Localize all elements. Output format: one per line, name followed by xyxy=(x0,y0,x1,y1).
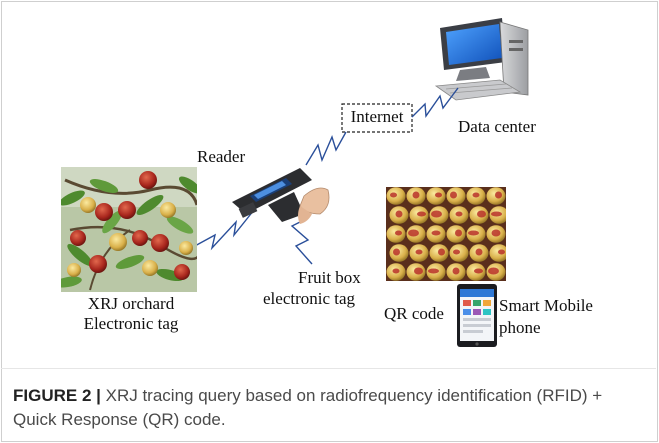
fruit-red-spot xyxy=(395,230,402,236)
smartphone-icon xyxy=(457,284,497,347)
rfid-qr-diagram xyxy=(61,18,529,347)
caption-divider xyxy=(1,368,656,369)
orchard-label-line2: Electronic tag xyxy=(83,314,179,333)
fruit-red-spot xyxy=(491,211,502,217)
fruit-red-spot xyxy=(488,267,499,275)
fruit-red-spot xyxy=(438,248,445,256)
fruit-red-spot xyxy=(498,249,505,255)
figure-number: FIGURE 2 | xyxy=(13,386,101,405)
boxed-date-fruit xyxy=(489,244,506,262)
fruit-red-spot xyxy=(412,191,420,199)
fruit-red-spot xyxy=(408,229,419,237)
orchard-reader-link xyxy=(192,209,255,251)
fruit-red-spot xyxy=(455,229,462,237)
figure-caption: FIGURE 2 | XRJ tracing query based on ra… xyxy=(13,384,643,432)
fruit-red-spot xyxy=(393,248,400,256)
figure-caption-text: XRJ tracing query based on radiofrequenc… xyxy=(13,386,603,429)
fruit-red-spot xyxy=(452,267,460,275)
data-center-label: Data center xyxy=(458,117,536,136)
fruit-red-spot xyxy=(390,192,397,198)
fruit-red-spot xyxy=(477,210,486,218)
fruit-red-spot xyxy=(435,192,442,198)
fruit-red-spot xyxy=(415,249,423,255)
fruit-red-spot xyxy=(468,230,479,236)
smart-phone-label-line1: Smart Mobile xyxy=(499,296,593,315)
fruit-red-spot xyxy=(453,249,460,255)
orchard-label-line1: XRJ orchard xyxy=(87,294,175,313)
fruit-red-spot xyxy=(495,191,502,199)
fruit-box-label-line2: electronic tag xyxy=(263,289,356,308)
reader-internet-link xyxy=(305,131,347,166)
fruit-red-spot xyxy=(431,210,442,218)
fruit-box-photo xyxy=(386,187,506,281)
orchard-photo xyxy=(61,167,197,292)
fruit-red-spot xyxy=(395,210,403,218)
fruit-red-spot xyxy=(431,230,441,236)
fruit-red-spot xyxy=(455,211,463,217)
fruit-red-spot xyxy=(472,192,480,198)
qr-code-label: QR code xyxy=(384,304,444,323)
fruit-red-spot xyxy=(474,268,483,274)
fruit-red-spot xyxy=(450,191,457,199)
rfid-reader-icon xyxy=(232,168,330,224)
smart-phone-label-line2: phone xyxy=(499,318,541,337)
fruit-red-spot xyxy=(414,267,423,275)
data-center-computer-icon xyxy=(434,18,529,101)
internet-box xyxy=(341,103,413,133)
fruit-red-spot xyxy=(417,211,426,217)
fruit-red-spot xyxy=(392,268,400,274)
reader-label: Reader xyxy=(197,147,246,166)
fruit-red-spot xyxy=(491,229,501,237)
fruit-red-spot xyxy=(475,248,483,256)
fruit-box-label-line1: Fruit box xyxy=(298,268,361,287)
fruit-red-spot xyxy=(428,268,439,274)
internet-label: Internet xyxy=(350,107,404,126)
internet-datacenter-link xyxy=(411,87,459,118)
